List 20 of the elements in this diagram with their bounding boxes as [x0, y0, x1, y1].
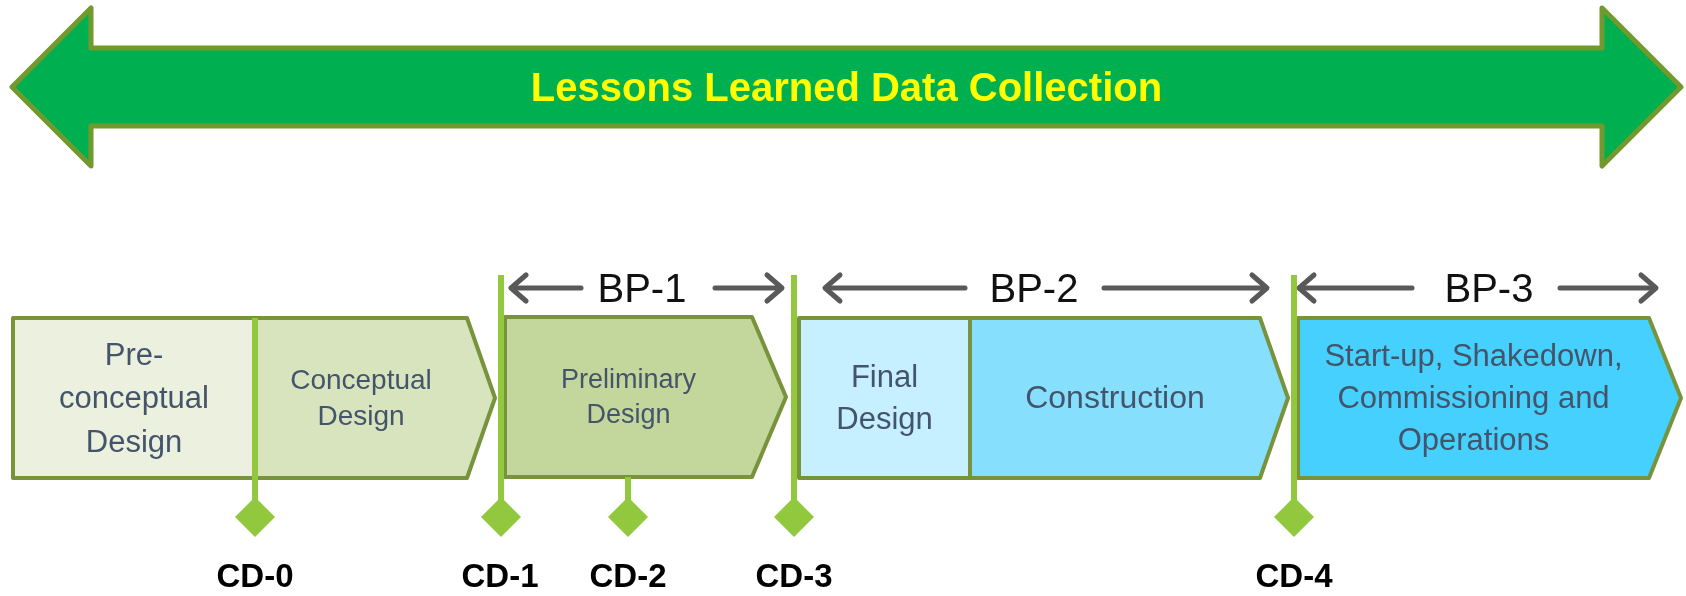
phase-label: Final Design: [835, 358, 934, 438]
phase-block: [252, 315, 498, 481]
milestone-label: CD-3: [755, 557, 833, 595]
span-label: BP-3: [1444, 265, 1534, 311]
phase-label: Pre-conceptual Design: [58, 335, 210, 461]
span-label: BP-2: [989, 265, 1079, 311]
phase-block: [967, 315, 1291, 481]
phase-label: Start-up, Shakedown, Commissioning and Operations: [1323, 337, 1624, 459]
milestone-label: CD-4: [1255, 557, 1333, 595]
span-label: BP-1: [597, 265, 687, 311]
phase-block: [1295, 315, 1684, 481]
double-arrow-banner: [8, 4, 1685, 170]
phase-block: [502, 314, 789, 480]
banner-title: Lessons Learned Data Collection: [530, 64, 1163, 111]
milestone-label: CD-2: [589, 557, 667, 595]
phase-label: Conceptual Design: [289, 362, 433, 433]
phase-label: Preliminary Design: [560, 362, 697, 431]
milestone-label: CD-0: [216, 557, 294, 595]
milestone-label: CD-1: [461, 557, 539, 595]
phase-label: Construction: [1025, 378, 1205, 418]
